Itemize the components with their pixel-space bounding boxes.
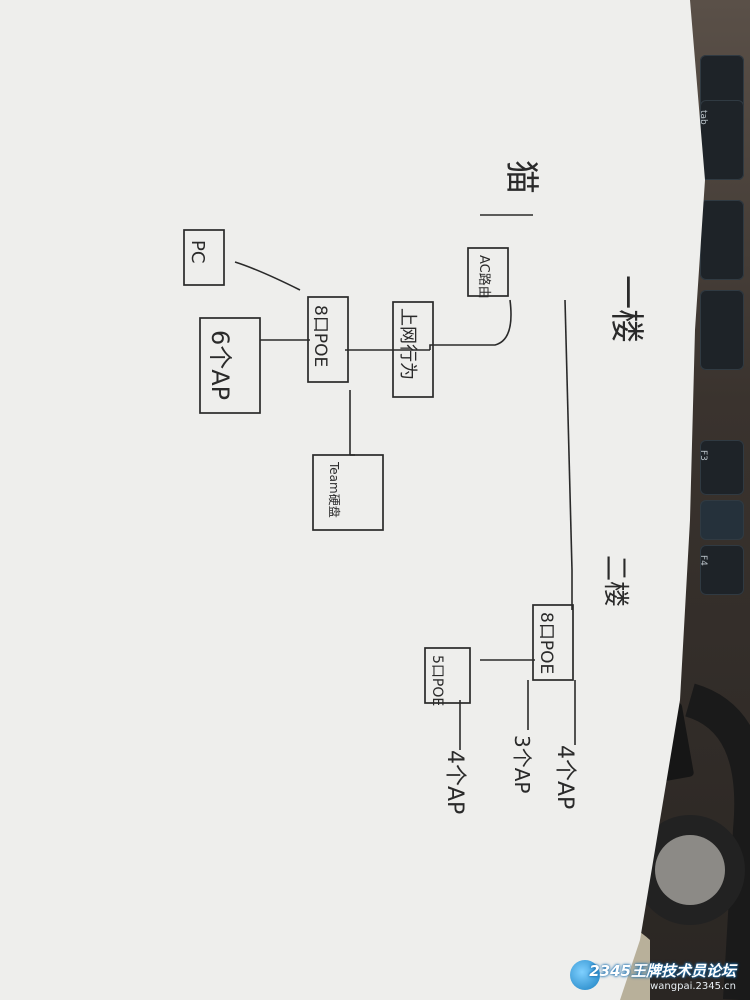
pc-box [183,229,225,286]
nas-label: Team硬盘 [327,461,342,518]
poe-right-box [532,604,574,681]
watermark-logo-icon [570,960,600,990]
poe-right-label: 8口POE [536,612,556,674]
ap-label: 4个AP [552,745,577,809]
device-boxes [183,229,574,704]
nas-box [312,454,384,531]
floor2-label: 二楼 [600,555,630,607]
paper [0,0,705,1000]
pc-label: PC [187,240,208,263]
cams-left-label: 6个AP [206,330,234,400]
keyboard-key [700,290,744,370]
floor1-label: 一楼 [606,275,646,343]
switch-center-label: 上网行为 [397,308,418,380]
watermark-url: wangpai.2345.cn [650,981,736,992]
keyboard-key-tab: tab [698,100,744,180]
cams-right-label: 4个AP [442,750,467,814]
cams-left-box [199,317,261,414]
switch-small-box [424,647,471,704]
source-label: 猫 [501,160,541,194]
switch-center-box [392,301,434,398]
poe-left-box [307,296,349,383]
cams-mid-label: 3个AP [510,735,534,793]
poe-left-label: 8口POE [310,305,330,367]
switch-small-label: 5口POE [429,655,445,706]
keyboard-key-search [700,500,744,540]
keyboard-key-f3: F3 [698,440,744,495]
keyboard-key-f4: F4 [698,545,744,595]
watermark-title: 2345王牌技术员论坛 [589,962,736,980]
router-label: AC路由 [476,255,492,299]
keyboard-key [700,200,744,280]
router-box [467,247,509,297]
watermark: 2345王牌技术员论坛 wangpai.2345.cn [589,960,736,992]
